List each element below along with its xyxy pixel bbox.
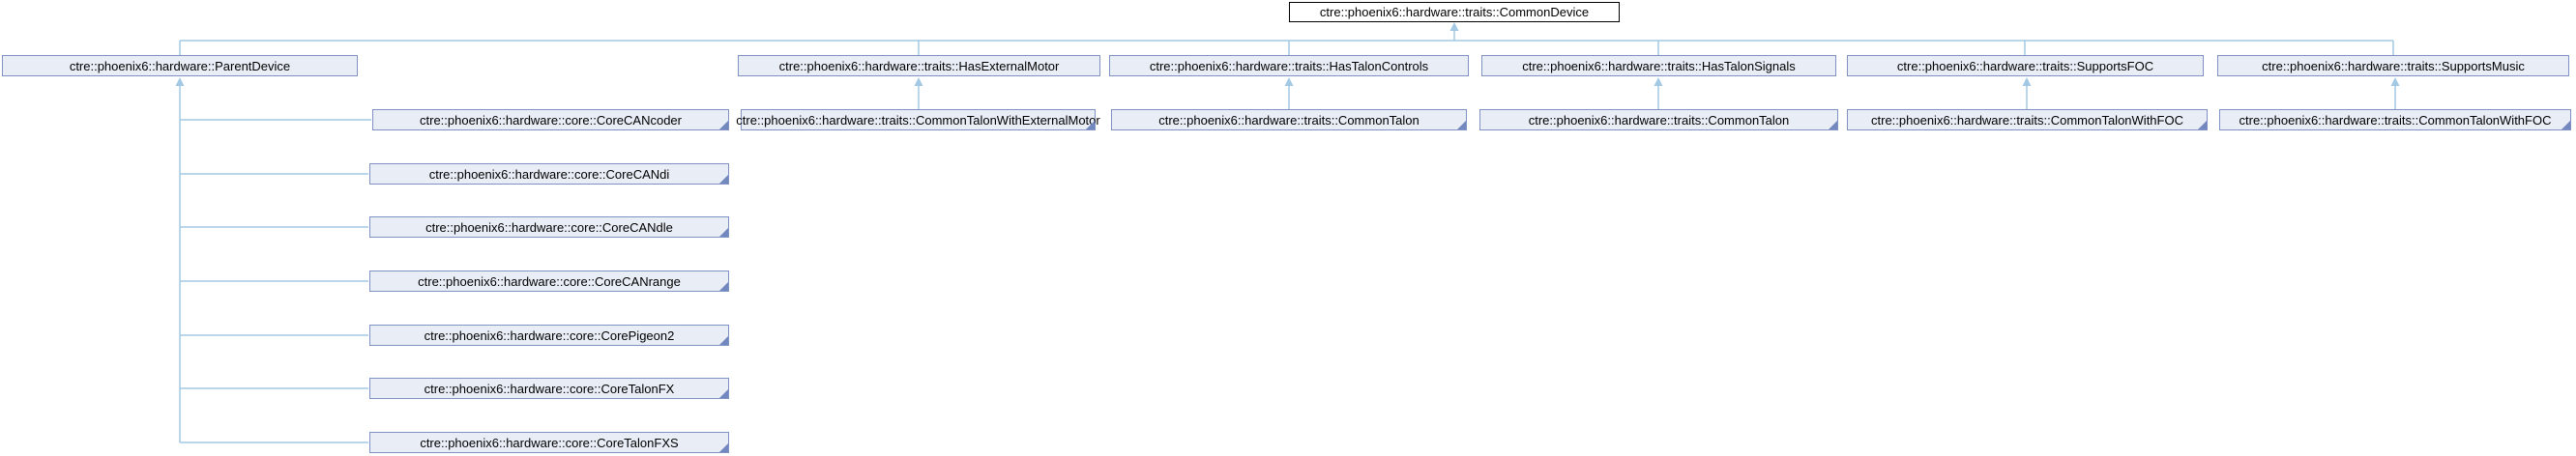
- class-node-common-talon-1[interactable]: ctre::phoenix6::hardware::traits::Common…: [1111, 109, 1467, 130]
- inheritance-arrowhead-icon: [914, 77, 923, 86]
- class-node-label: ctre::phoenix6::hardware::traits::Common…: [1871, 112, 2183, 128]
- class-node-label: ctre::phoenix6::hardware::core::CoreCANc…: [420, 112, 682, 128]
- class-node-label: ctre::phoenix6::hardware::traits::Suppor…: [1896, 58, 2154, 73]
- class-node-label: ctre::phoenix6::hardware::core::CoreTalo…: [424, 381, 675, 396]
- inheritance-arrowhead-icon: [2022, 77, 2032, 86]
- class-node-common-device: ctre::phoenix6::hardware::traits::Common…: [1289, 2, 1620, 22]
- inheritance-arrowhead-icon: [1654, 77, 1663, 86]
- class-node-core-pigeon2[interactable]: ctre::phoenix6::hardware::core::CorePige…: [369, 325, 729, 346]
- inheritance-arrowhead-icon: [175, 77, 185, 86]
- class-node-label: ctre::phoenix6::hardware::traits::Common…: [1158, 112, 1420, 128]
- class-node-supports-foc[interactable]: ctre::phoenix6::hardware::traits::Suppor…: [1847, 55, 2204, 76]
- class-node-core-cancoder[interactable]: ctre::phoenix6::hardware::core::CoreCANc…: [372, 109, 729, 130]
- class-node-core-talonfx[interactable]: ctre::phoenix6::hardware::core::CoreTalo…: [369, 378, 729, 399]
- class-node-label: ctre::phoenix6::hardware::traits::Common…: [1528, 112, 1790, 128]
- class-node-label: ctre::phoenix6::hardware::traits::Common…: [2239, 112, 2552, 128]
- class-node-has-external-motor[interactable]: ctre::phoenix6::hardware::traits::HasExt…: [738, 55, 1100, 76]
- class-node-core-candi[interactable]: ctre::phoenix6::hardware::core::CoreCANd…: [369, 163, 729, 185]
- class-node-label: ctre::phoenix6::hardware::core::CorePige…: [424, 328, 675, 343]
- class-node-label: ctre::phoenix6::hardware::traits::Common…: [736, 112, 1100, 128]
- class-node-common-talon-with-external-motor[interactable]: ctre::phoenix6::hardware::traits::Common…: [736, 109, 1100, 130]
- class-node-supports-music[interactable]: ctre::phoenix6::hardware::traits::Suppor…: [2217, 55, 2569, 76]
- class-node-label: ctre::phoenix6::hardware::core::CoreTalo…: [420, 435, 679, 450]
- class-node-core-talonfxs[interactable]: ctre::phoenix6::hardware::core::CoreTalo…: [369, 432, 729, 453]
- class-node-label: ctre::phoenix6::hardware::traits::Suppor…: [2262, 58, 2525, 73]
- class-node-common-talon-with-foc-2[interactable]: ctre::phoenix6::hardware::traits::Common…: [2219, 109, 2571, 130]
- class-node-has-talon-controls[interactable]: ctre::phoenix6::hardware::traits::HasTal…: [1109, 55, 1469, 76]
- class-node-label: ctre::phoenix6::hardware::core::CoreCANd…: [428, 166, 670, 182]
- class-node-label: ctre::phoenix6::hardware::core::CoreCANr…: [418, 273, 681, 289]
- class-node-label: ctre::phoenix6::hardware::traits::HasExt…: [778, 58, 1060, 73]
- class-node-label: ctre::phoenix6::hardware::traits::HasTal…: [1149, 58, 1429, 73]
- class-node-common-talon-2[interactable]: ctre::phoenix6::hardware::traits::Common…: [1479, 109, 1838, 130]
- class-node-label: ctre::phoenix6::hardware::ParentDevice: [69, 58, 291, 73]
- inheritance-arrowhead-icon: [1449, 22, 1459, 31]
- inheritance-arrowhead-icon: [2390, 77, 2400, 86]
- inheritance-arrowhead-icon: [1284, 77, 1294, 86]
- class-node-has-talon-signals[interactable]: ctre::phoenix6::hardware::traits::HasTal…: [1481, 55, 1836, 76]
- class-node-common-talon-with-foc-1[interactable]: ctre::phoenix6::hardware::traits::Common…: [1847, 109, 2208, 130]
- class-node-parent-device[interactable]: ctre::phoenix6::hardware::ParentDevice: [2, 55, 358, 76]
- class-node-core-candle[interactable]: ctre::phoenix6::hardware::core::CoreCANd…: [369, 216, 729, 238]
- class-node-label: ctre::phoenix6::hardware::traits::Common…: [1319, 5, 1590, 19]
- class-node-core-canrange[interactable]: ctre::phoenix6::hardware::core::CoreCANr…: [369, 271, 729, 292]
- class-node-label: ctre::phoenix6::hardware::core::CoreCANd…: [425, 219, 673, 235]
- class-node-label: ctre::phoenix6::hardware::traits::HasTal…: [1522, 58, 1796, 73]
